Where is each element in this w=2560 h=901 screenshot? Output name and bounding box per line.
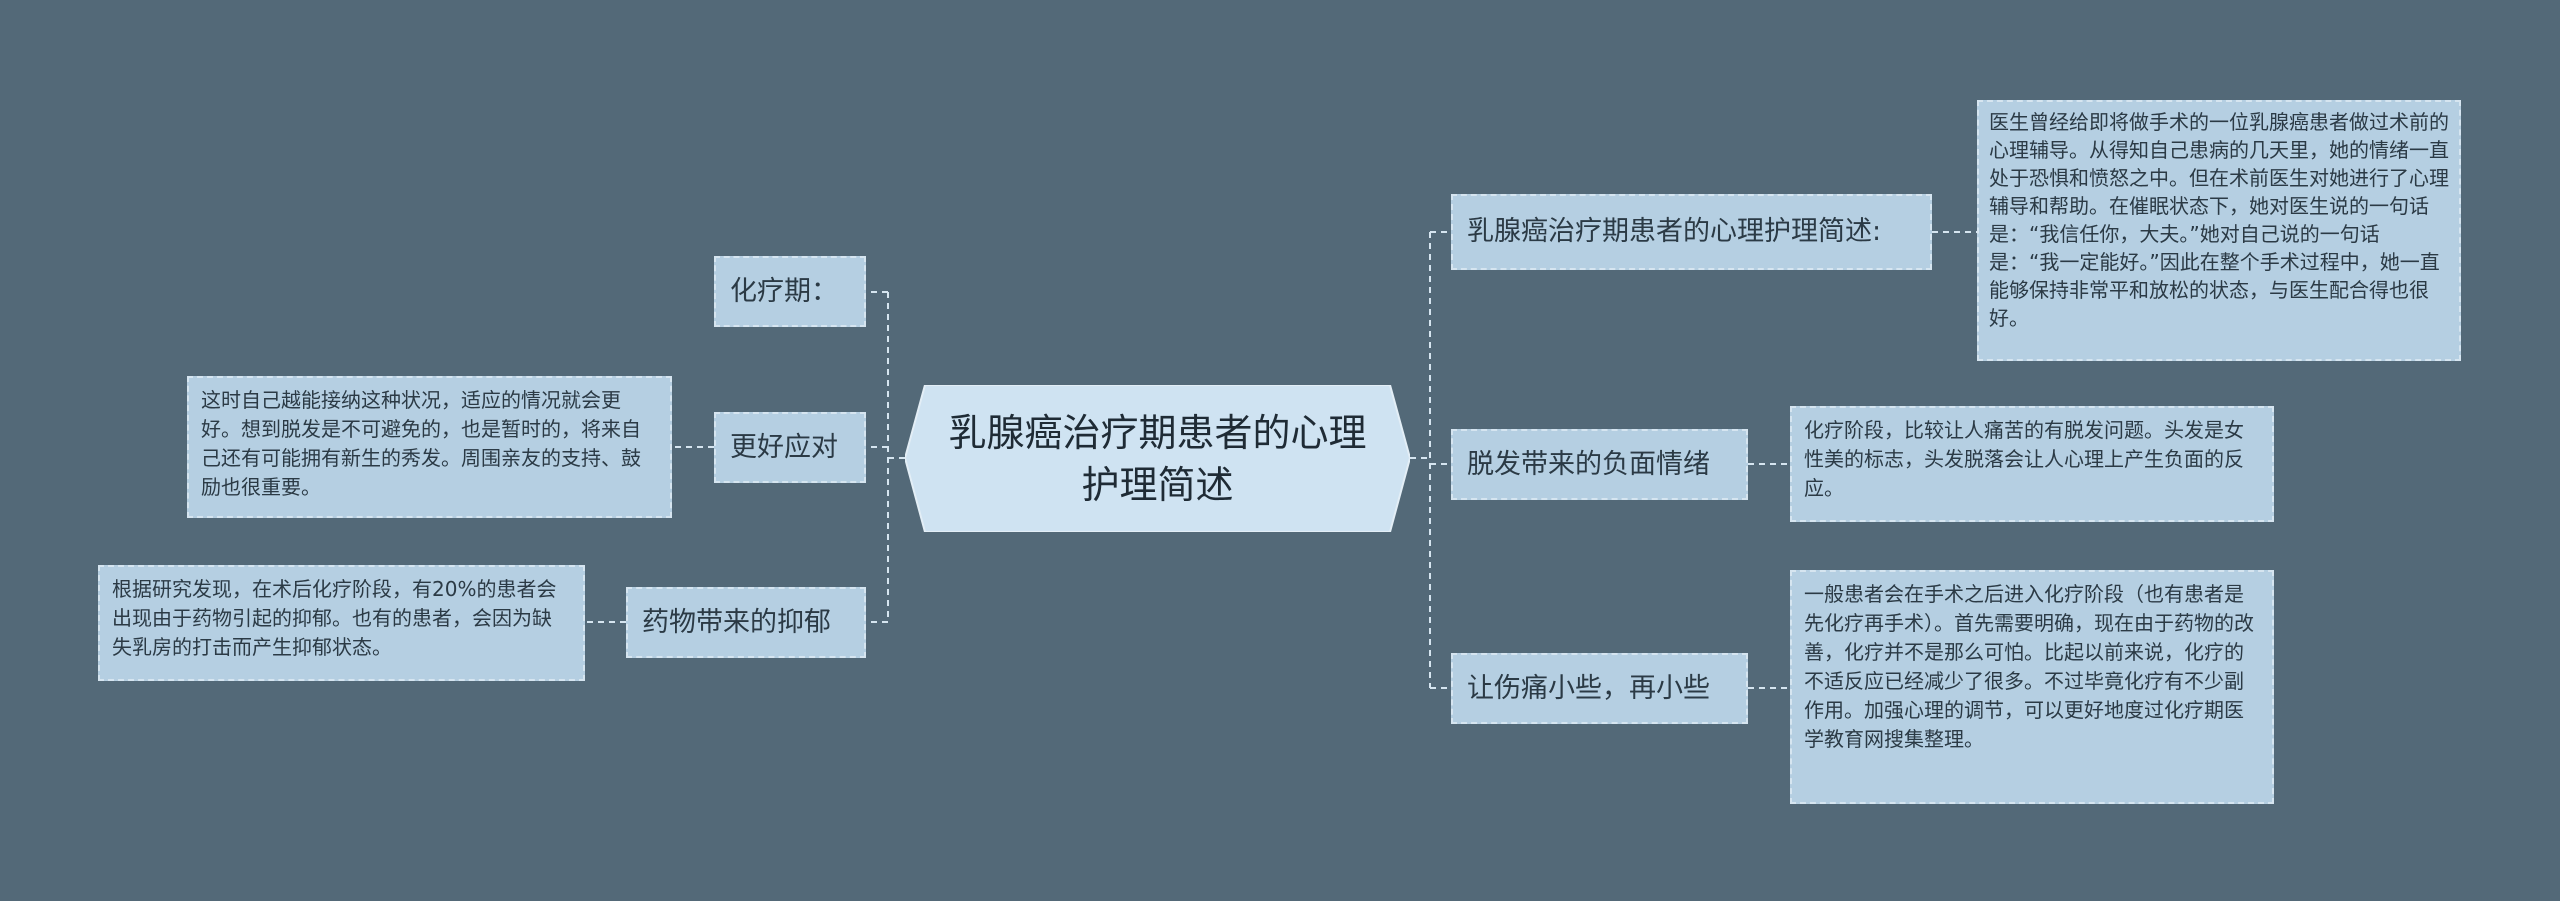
branch-overview-label: 乳腺癌治疗期患者的心理护理简述: <box>1467 216 1882 247</box>
branch-overview[interactable]: 乳腺癌治疗期患者的心理护理简述: <box>1451 194 1932 270</box>
root-topic[interactable]: 乳腺癌治疗期患者的心理护理简述 <box>905 385 1410 532</box>
branch-hair-loss-label: 脱发带来的负面情绪 <box>1467 448 1710 480</box>
detail-drug-depression: 根据研究发现，在术后化疗阶段，有20%的患者会出现由于药物引起的抑郁。也有的患者… <box>98 565 585 681</box>
detail-better-coping-text: 这时自己越能接纳这种状况，适应的情况就会更好。想到脱发是不可避免的，也是暂时的，… <box>201 388 641 499</box>
branch-hair-loss[interactable]: 脱发带来的负面情绪 <box>1451 429 1748 500</box>
branch-chemo-period-label: 化疗期： <box>730 275 838 307</box>
root-hexagon-shape <box>905 385 1410 532</box>
branch-better-coping-label: 更好应对 <box>730 431 838 463</box>
branch-less-pain[interactable]: 让伤痛小些，再小些 <box>1451 653 1748 724</box>
branch-drug-depression[interactable]: 药物带来的抑郁 <box>626 587 866 658</box>
branch-chemo-period[interactable]: 化疗期： <box>714 256 866 327</box>
detail-better-coping: 这时自己越能接纳这种状况，适应的情况就会更好。想到脱发是不可避免的，也是暂时的，… <box>187 376 672 518</box>
detail-drug-depression-text: 根据研究发现，在术后化疗阶段，有20%的患者会出现由于药物引起的抑郁。也有的患者… <box>112 577 557 659</box>
root-title: 乳腺癌治疗期患者的心理护理简述 <box>948 410 1367 507</box>
detail-overview: 医生曾经给即将做手术的一位乳腺癌患者做过术前的心理辅导。从得知自己患病的几天里，… <box>1977 100 2461 361</box>
detail-hair-loss: 化疗阶段，比较让人痛苦的有脱发问题。头发是女性美的标志，头发脱落会让人心理上产生… <box>1790 406 2274 522</box>
detail-hair-loss-text: 化疗阶段，比较让人痛苦的有脱发问题。头发是女性美的标志，头发脱落会让人心理上产生… <box>1804 418 2244 500</box>
branch-drug-depression-label: 药物带来的抑郁 <box>642 606 831 638</box>
branch-better-coping[interactable]: 更好应对 <box>714 412 866 483</box>
detail-less-pain: 一般患者会在手术之后进入化疗阶段（也有患者是先化疗再手术）。首先需要明确，现在由… <box>1790 570 2274 804</box>
detail-less-pain-text: 一般患者会在手术之后进入化疗阶段（也有患者是先化疗再手术）。首先需要明确，现在由… <box>1804 582 2254 751</box>
branch-less-pain-label: 让伤痛小些，再小些 <box>1467 672 1710 704</box>
detail-overview-text: 医生曾经给即将做手术的一位乳腺癌患者做过术前的心理辅导。从得知自己患病的几天里，… <box>1989 110 2449 330</box>
